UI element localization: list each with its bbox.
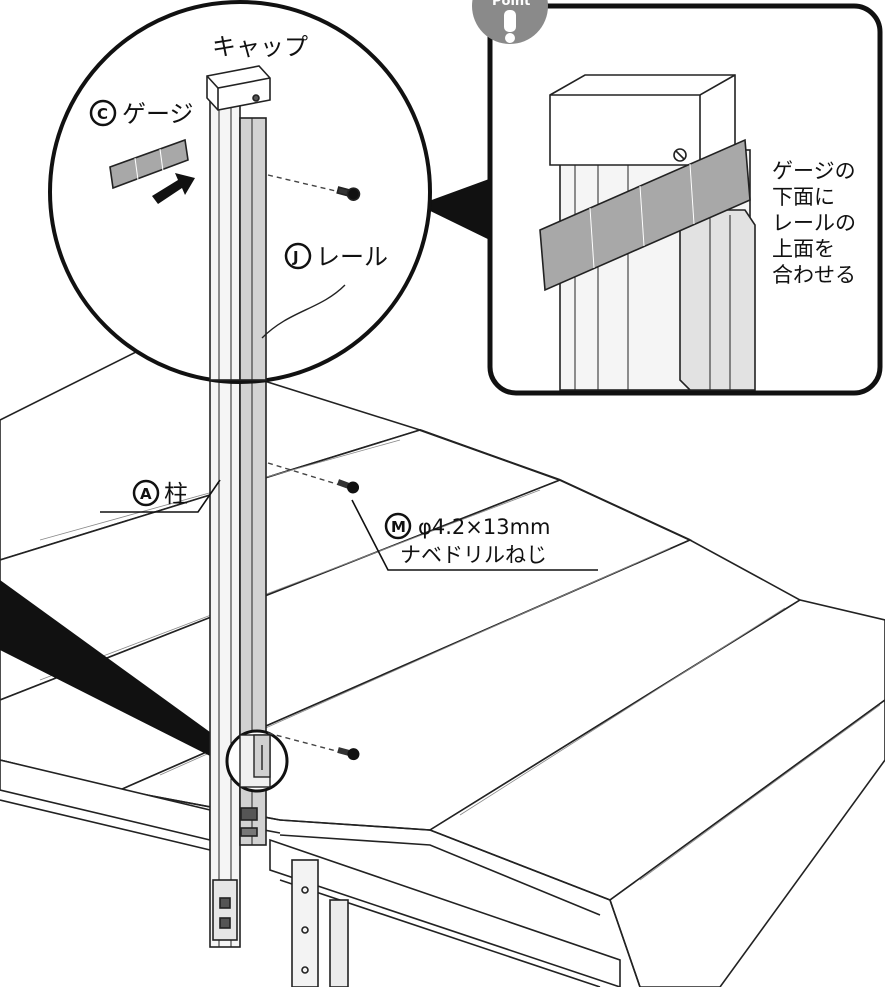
label-rail: J レール	[284, 242, 388, 271]
svg-text:M: M	[391, 518, 406, 536]
arrow-right-icon	[152, 173, 195, 204]
deck-floor	[0, 344, 885, 987]
callout-pointer-left	[0, 580, 232, 762]
callout-pointer-right	[418, 175, 500, 245]
svg-text:C: C	[97, 105, 108, 123]
detail-circle-contents	[239, 734, 271, 788]
svg-text:J: J	[292, 248, 299, 266]
screws	[267, 462, 360, 761]
svg-text:下面に: 下面に	[772, 185, 835, 209]
label-gauge: C ゲージ	[89, 99, 194, 128]
screw-icon	[336, 186, 361, 201]
detail-large-contents	[109, 65, 361, 381]
exclamation-icon	[504, 10, 516, 43]
point-badge: Point	[472, 0, 548, 44]
point-instruction: ゲージの 下面に レールの 上面を 合わせる	[772, 159, 856, 287]
svg-text:A: A	[140, 485, 152, 503]
svg-text:ゲージの: ゲージの	[772, 159, 856, 183]
screw-icon	[336, 479, 360, 494]
point-box-illustration	[539, 74, 756, 391]
label-screw: M φ4.2×13mm ナベドリルねじ	[351, 499, 598, 571]
svg-text:合わせる: 合わせる	[772, 263, 856, 287]
label-post: A 柱	[100, 479, 221, 513]
post-a	[209, 374, 267, 948]
svg-text:ナベドリルねじ: ナベドリルねじ	[400, 543, 547, 567]
label-cap: キャップ	[212, 33, 308, 61]
svg-text:φ4.2×13mm: φ4.2×13mm	[418, 515, 550, 539]
svg-text:レール: レール	[316, 243, 388, 271]
svg-text:上面を: 上面を	[772, 237, 835, 261]
svg-text:柱: 柱	[164, 480, 188, 508]
frame-beam	[0, 759, 621, 987]
svg-text:Point: Point	[492, 0, 530, 9]
svg-text:レールの: レールの	[772, 211, 856, 235]
svg-text:ゲージ: ゲージ	[122, 100, 194, 128]
screw-icon	[337, 747, 360, 761]
